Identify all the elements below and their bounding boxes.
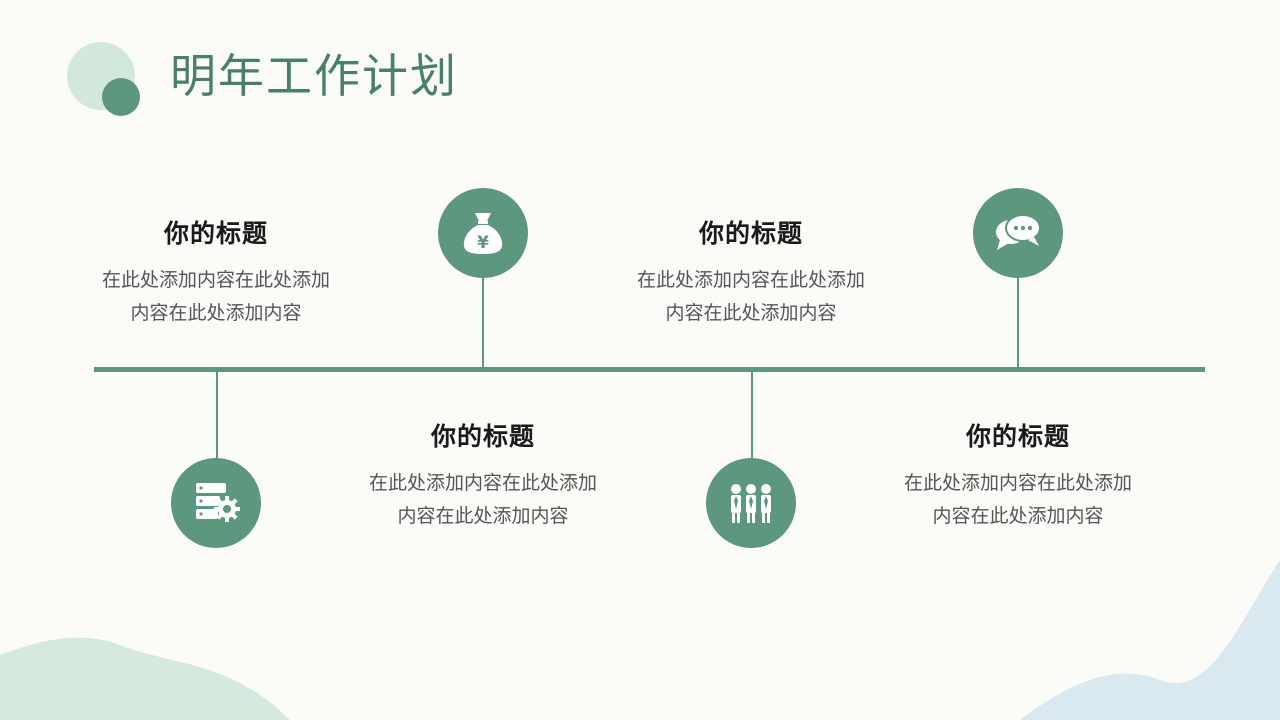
timeline-stem bbox=[482, 276, 484, 369]
timeline-text-block-1: 你的标题 在此处添加内容在此处添加内容在此处添加内容 bbox=[66, 218, 366, 330]
chat-bubbles-icon bbox=[996, 214, 1041, 250]
timeline-node-3 bbox=[171, 458, 261, 548]
team-people-icon bbox=[731, 484, 771, 523]
timeline-text-block-3: 你的标题 在此处添加内容在此处添加内容在此处添加内容 bbox=[333, 421, 633, 533]
block-description: 在此处添加内容在此处添加内容在此处添加内容 bbox=[101, 269, 330, 324]
decorative-blob-left bbox=[0, 637, 290, 720]
timeline-node-2 bbox=[973, 188, 1063, 278]
block-description: 在此处添加内容在此处添加内容在此处添加内容 bbox=[636, 269, 865, 324]
page-title: 明年工作计划 bbox=[170, 49, 458, 103]
server-gear-icon bbox=[196, 483, 240, 522]
timeline-axis bbox=[94, 367, 1205, 372]
decorative-blob-right bbox=[1020, 560, 1280, 720]
timeline-stem bbox=[216, 370, 218, 460]
svg-text:¥: ¥ bbox=[477, 233, 489, 253]
timeline-node-1: ¥ bbox=[438, 188, 528, 278]
block-heading: 你的标题 bbox=[163, 219, 268, 248]
decorative-circles bbox=[67, 42, 140, 116]
money-bag-icon: ¥ bbox=[463, 213, 503, 254]
block-description: 在此处添加内容在此处添加内容在此处添加内容 bbox=[903, 472, 1132, 527]
block-heading: 你的标题 bbox=[698, 219, 803, 248]
timeline-stem bbox=[1017, 276, 1019, 369]
timeline-node-4 bbox=[706, 458, 796, 548]
timeline-text-block-4: 你的标题 在此处添加内容在此处添加内容在此处添加内容 bbox=[868, 421, 1168, 533]
timeline-stem bbox=[751, 370, 753, 460]
block-description: 在此处添加内容在此处添加内容在此处添加内容 bbox=[368, 472, 597, 527]
block-heading: 你的标题 bbox=[430, 422, 535, 451]
block-heading: 你的标题 bbox=[965, 422, 1070, 451]
timeline-text-block-2: 你的标题 在此处添加内容在此处添加内容在此处添加内容 bbox=[601, 218, 901, 330]
